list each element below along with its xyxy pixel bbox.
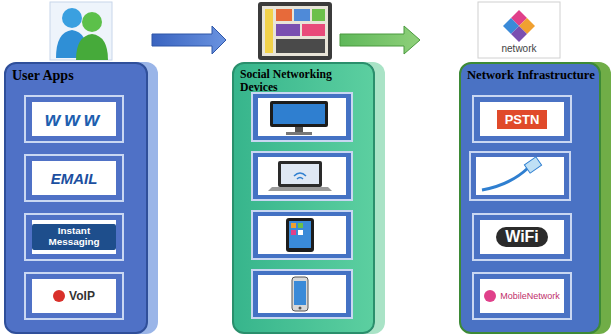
icon-text: MobileNetwork bbox=[500, 291, 560, 301]
icon-tile: EMAIL bbox=[32, 161, 116, 195]
panel: User Apps wwwEMAIL Instant MessagingVoIP bbox=[4, 62, 148, 334]
icon-dot bbox=[484, 290, 496, 302]
app-box: www bbox=[24, 95, 124, 143]
panel: Network InfrastructurePSTN WiFiMobileNetw… bbox=[459, 62, 601, 334]
device-box bbox=[252, 93, 352, 141]
panel-heading: User Apps bbox=[12, 68, 74, 84]
icon-text: EMAIL bbox=[51, 170, 98, 187]
logo-text: network bbox=[501, 43, 536, 54]
panel-heading: Network Infrastructure bbox=[467, 68, 595, 83]
network-logo bbox=[478, 2, 560, 58]
panel: Social Networking Devices bbox=[232, 62, 375, 334]
device-box bbox=[252, 270, 352, 318]
cable-box bbox=[470, 152, 570, 200]
device-box bbox=[252, 152, 352, 200]
icon-text: WiFi bbox=[496, 227, 548, 247]
icon-tile: PSTN bbox=[480, 102, 564, 136]
app-box: EMAIL bbox=[24, 154, 124, 202]
icon-dot bbox=[53, 290, 65, 302]
users-icon bbox=[50, 2, 112, 60]
icon-tile: VoIP bbox=[32, 279, 116, 313]
app-box: PSTN bbox=[472, 95, 572, 143]
app-box: WiFi bbox=[472, 213, 572, 261]
panel-heading: Social Networking Devices bbox=[240, 68, 369, 94]
app-box: Instant Messaging bbox=[24, 213, 124, 261]
app-box: MobileNetwork bbox=[472, 272, 572, 320]
icon-text: www bbox=[45, 108, 104, 131]
flow-arrow bbox=[152, 26, 226, 54]
device-box bbox=[252, 211, 352, 259]
icon-tile: WiFi bbox=[480, 220, 564, 254]
dashboard-icon bbox=[258, 2, 332, 60]
icon-text: VoIP bbox=[69, 289, 95, 303]
icon-tile: MobileNetwork bbox=[480, 279, 564, 313]
icon-text: Instant Messaging bbox=[32, 224, 116, 250]
icon-tile: Instant Messaging bbox=[32, 220, 116, 254]
icon-text: PSTN bbox=[497, 110, 548, 129]
flow-arrow bbox=[340, 26, 420, 54]
app-box: VoIP bbox=[24, 272, 124, 320]
icon-tile: www bbox=[32, 102, 116, 136]
